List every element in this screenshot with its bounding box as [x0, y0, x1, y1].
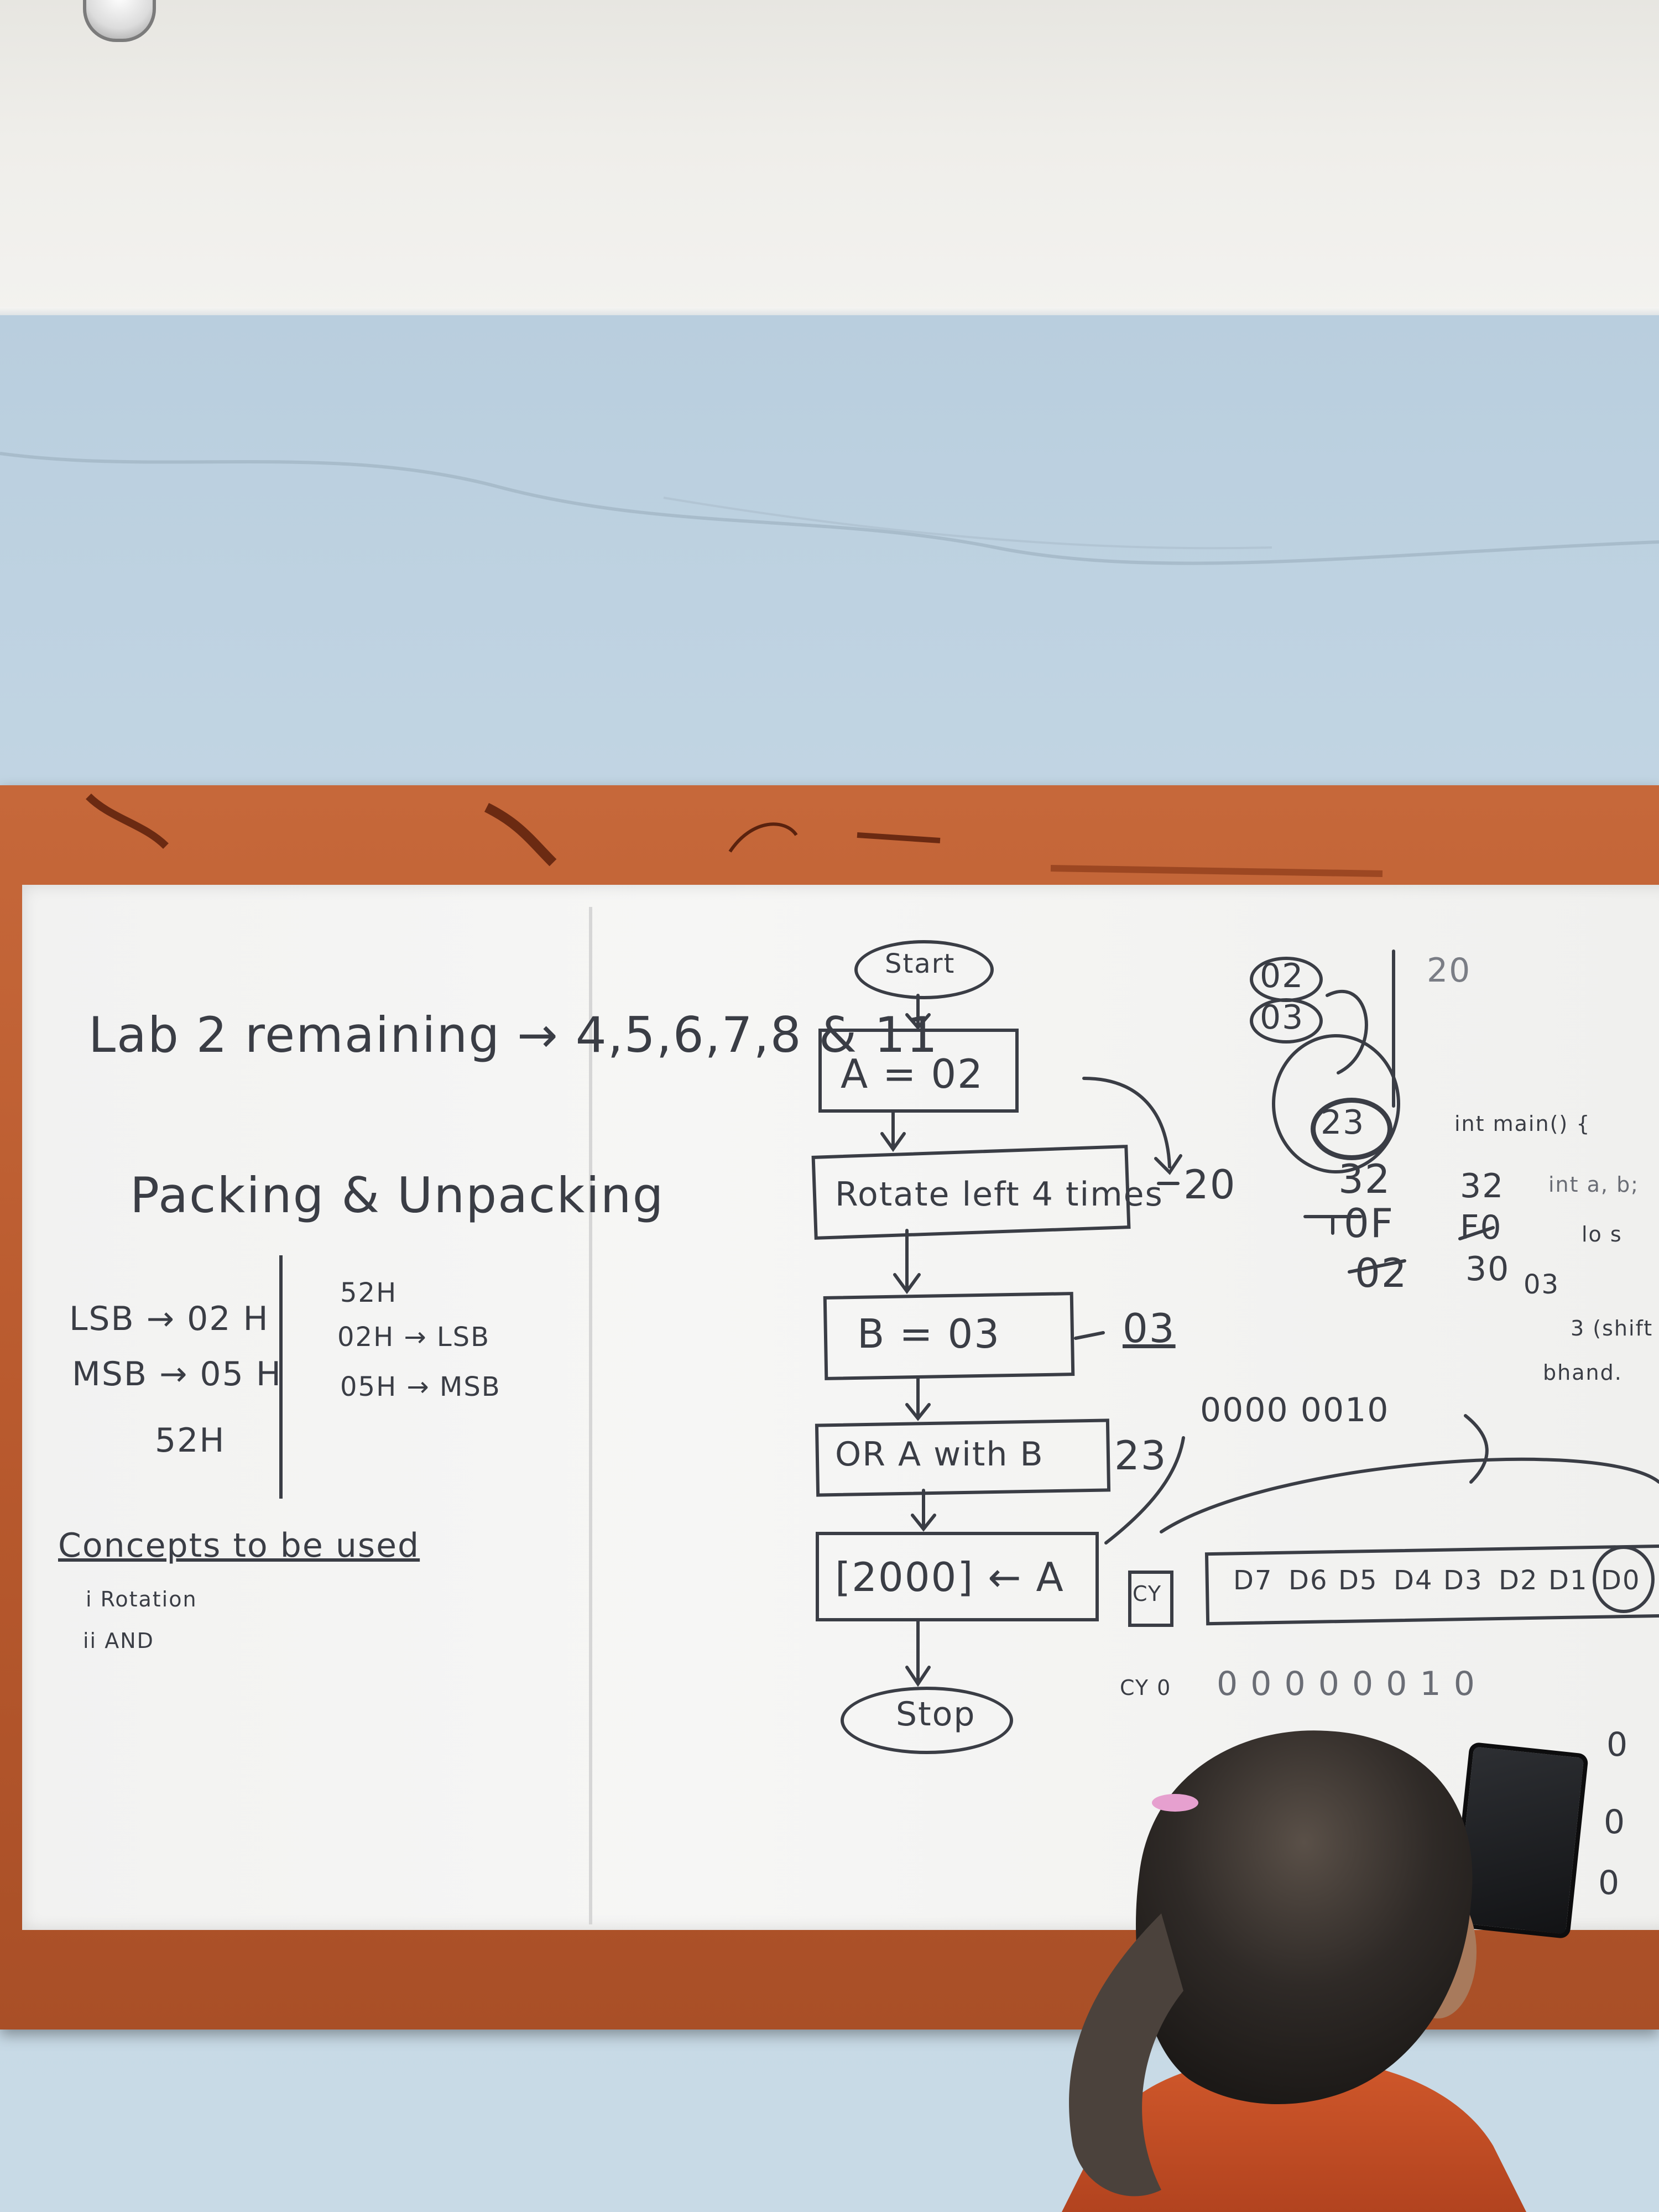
bit-d0-circle — [1593, 1546, 1655, 1613]
carry-note-2: CY 0 — [1120, 1676, 1172, 1700]
misc-note-shift: 3 (shift — [1571, 1316, 1653, 1340]
flowchart-stop-oval — [841, 1687, 1013, 1754]
misc-note-bhand: bhand. — [1543, 1360, 1623, 1385]
value-0F: 0F — [1344, 1200, 1395, 1246]
or-result-note: 23 — [1114, 1432, 1167, 1479]
value-30: 30 — [1465, 1250, 1510, 1288]
flowchart-step-store — [816, 1532, 1099, 1621]
wall-crack — [0, 452, 1659, 565]
flowchart-step-b-label: B = 03 — [857, 1311, 1001, 1357]
concept-item-and: ii AND — [83, 1629, 154, 1653]
side-digit-3: 0 — [1598, 1864, 1621, 1902]
unpack-value: 52H — [340, 1277, 398, 1308]
register-value-02: 02 — [1260, 957, 1305, 995]
misc-note-lo: lo s — [1582, 1222, 1623, 1246]
unpack-msb: 05H → MSB — [340, 1371, 501, 1402]
packing-unpacking-heading: Packing & Unpacking — [130, 1167, 665, 1224]
binary-value: 0000 0010 — [1200, 1391, 1390, 1430]
code-note-main: int main() { — [1454, 1112, 1591, 1136]
register-circle-03 — [1250, 998, 1323, 1044]
bit-d5: D5 — [1338, 1565, 1378, 1596]
result-value-23: 23 — [1321, 1103, 1365, 1142]
unpack-lsb: 02H → LSB — [337, 1322, 491, 1353]
carry-flag-label: CY — [1133, 1582, 1162, 1606]
register-value-03: 03 — [1260, 998, 1305, 1037]
concepts-heading: Concepts to be used — [58, 1526, 420, 1565]
flowchart-step-rotate-label: Rotate left 4 times — [835, 1175, 1164, 1214]
code-note-vars: int a, b; — [1548, 1172, 1639, 1197]
top-right-note: 20 — [1427, 951, 1472, 990]
flowchart-stop-label: Stop — [896, 1695, 976, 1734]
value-32-right: 32 — [1460, 1167, 1505, 1206]
flowchart-step-a-label: A = 02 — [841, 1051, 984, 1097]
packed-result-left: 52H — [155, 1421, 226, 1460]
bit-d6: D6 — [1288, 1565, 1328, 1596]
bit-d7: D7 — [1233, 1565, 1273, 1596]
whiteboard-divider-line — [589, 907, 592, 1924]
value-02-result: 02 — [1355, 1250, 1408, 1296]
lab-remaining-note: Lab 2 remaining → 4,5,6,7,8 & 11 — [88, 1006, 939, 1063]
bit-d2: D2 — [1499, 1565, 1538, 1596]
flowchart-step-or-label: OR A with B — [835, 1435, 1044, 1474]
bit-d3: D3 — [1443, 1565, 1483, 1596]
msb-note: MSB → 05 H — [72, 1355, 282, 1394]
ceiling — [0, 0, 1659, 315]
b-value-note: 03 — [1123, 1305, 1176, 1352]
result-circle-23 — [1311, 1098, 1392, 1160]
bit-d4: D4 — [1394, 1565, 1433, 1596]
value-32-left: 32 — [1338, 1156, 1391, 1202]
result-outer-circle — [1272, 1034, 1400, 1173]
bit-d1: D1 — [1548, 1565, 1588, 1596]
lsb-note: LSB → 02 H — [69, 1300, 269, 1338]
person-from-behind — [1062, 1730, 1526, 2212]
side-digit-1: 0 — [1606, 1725, 1629, 1764]
concept-item-rotation: i Rotation — [86, 1587, 197, 1611]
frame-wood-grain — [86, 793, 1383, 877]
carry-flag-box — [1128, 1571, 1173, 1627]
flowchart-start-label: Start — [885, 948, 956, 979]
value-F0: F0 — [1460, 1208, 1503, 1247]
flowchart-step-store-label: [2000] ← A — [835, 1554, 1065, 1600]
value-03-result: 03 — [1524, 1269, 1560, 1300]
rotate-result-note: 20 — [1183, 1161, 1237, 1208]
bit-values-row: 0 0 0 0 0 0 1 0 — [1217, 1665, 1476, 1703]
packing-separator-line — [279, 1255, 283, 1499]
flowchart-step-a — [818, 1029, 1019, 1113]
side-digit-2: 0 — [1604, 1803, 1626, 1841]
flowchart-start-oval — [854, 940, 994, 999]
